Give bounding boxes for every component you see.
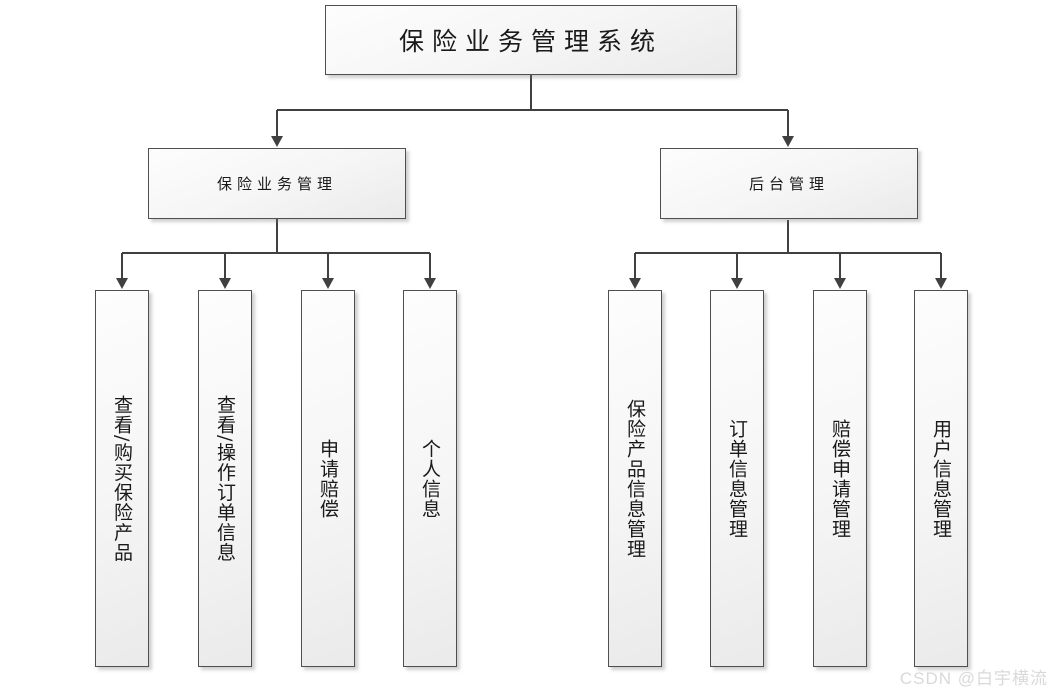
- leaf-insurance-product-info-mgmt: 保险产品信息管理: [608, 290, 662, 667]
- leaf-node-label: 查看/购买保险产品: [111, 394, 133, 563]
- leaf-user-info-mgmt: 用户信息管理: [914, 290, 968, 667]
- leaf-node-label: 查看/操作订单信息: [214, 394, 236, 563]
- leaf-view-purchase-insurance-products: 查看/购买保险产品: [95, 290, 149, 667]
- branch-node-label: 保险业务管理: [216, 175, 337, 193]
- leaf-compensation-request-mgmt: 赔偿申请管理: [813, 290, 867, 667]
- branch-node-label: 后台管理: [748, 175, 829, 193]
- leaf-node-label: 个人信息: [419, 438, 441, 519]
- leaf-apply-compensation: 申请赔偿: [301, 290, 355, 667]
- leaf-node-label: 赔偿申请管理: [829, 418, 851, 539]
- branch-node-backend-mgmt: 后台管理: [660, 148, 918, 219]
- leaf-view-manage-order-info: 查看/操作订单信息: [198, 290, 252, 667]
- leaf-node-label: 订单信息管理: [726, 418, 748, 539]
- csdn-watermark: CSDN @白宇横流: [899, 669, 1048, 688]
- root-node-system-title: 保险业务管理系统: [325, 5, 737, 75]
- branch2-to-leaves-connector: [634, 220, 942, 280]
- branch1-to-leaves-connector: [121, 219, 431, 280]
- leaf-order-info-mgmt: 订单信息管理: [710, 290, 764, 667]
- root-to-branches-connector: [276, 75, 789, 138]
- leaf-node-label: 保险产品信息管理: [624, 398, 646, 559]
- branch-node-insurance-business-mgmt: 保险业务管理: [148, 148, 406, 219]
- root-node-label: 保险业务管理系统: [398, 27, 663, 56]
- leaf-node-label: 用户信息管理: [930, 418, 952, 539]
- leaf-node-label: 申请赔偿: [317, 438, 339, 519]
- leaf-personal-info: 个人信息: [403, 290, 457, 667]
